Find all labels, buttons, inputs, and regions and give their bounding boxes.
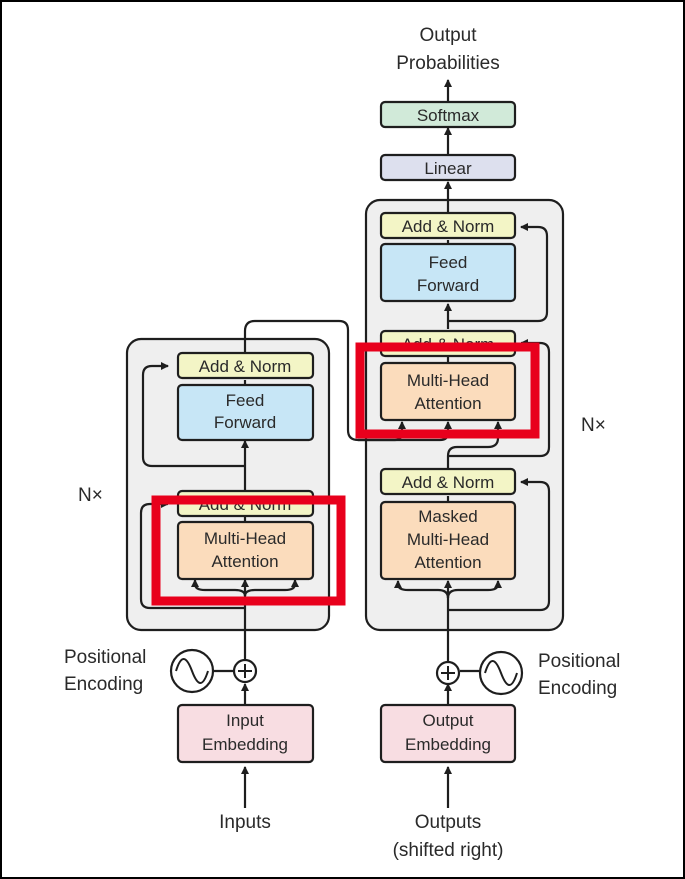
decoder-positional-encoding-label-1: Positional bbox=[538, 651, 620, 672]
decoder-multi-head-attention bbox=[379, 361, 517, 422]
decoder-positional-encoding bbox=[435, 650, 524, 696]
masked-attention-label-3: Attention bbox=[414, 553, 481, 572]
output-probabilities-label-2: Probabilities bbox=[396, 53, 500, 74]
decoder-add-norm-bottom bbox=[379, 467, 517, 496]
decoder-mha-label-2: Attention bbox=[414, 394, 481, 413]
decoder-feed-forward-label-2: Forward bbox=[417, 276, 479, 295]
encoder-positional-encoding bbox=[169, 648, 258, 694]
inputs-label: Inputs bbox=[219, 812, 271, 833]
decoder-add-norm-top-label: Add & Norm bbox=[402, 217, 495, 236]
decoder-mha-label-1: Multi-Head bbox=[407, 371, 489, 390]
encoder-multi-head-attention bbox=[176, 520, 315, 581]
encoder-positional-encoding-label-1: Positional bbox=[64, 647, 146, 668]
decoder-attention-highlight bbox=[355, 342, 540, 439]
softmax-block bbox=[379, 100, 517, 129]
output-embedding-label-2: Embedding bbox=[405, 735, 491, 754]
linear-label: Linear bbox=[424, 159, 472, 178]
input-embedding-label-2: Embedding bbox=[202, 735, 288, 754]
decoder-feed-forward-label-1: Feed bbox=[429, 253, 468, 272]
encoder-attention-highlight bbox=[151, 495, 346, 606]
encoder-add-norm-top-label: Add & Norm bbox=[199, 357, 292, 376]
decoder-add-norm-bottom-label: Add & Norm bbox=[402, 473, 495, 492]
decoder-add-norm-top bbox=[379, 211, 517, 240]
masked-attention-label-1: Masked bbox=[418, 507, 478, 526]
outputs-label-1: Outputs bbox=[415, 812, 482, 833]
decoder-masked-attention bbox=[379, 500, 517, 581]
encoder-wires bbox=[139, 319, 452, 808]
encoder-nx-label: N× bbox=[78, 485, 103, 506]
output-embedding-label-1: Output bbox=[422, 711, 473, 730]
encoder-feed-forward bbox=[176, 383, 315, 442]
decoder-feed-forward bbox=[379, 242, 517, 303]
softmax-label: Softmax bbox=[417, 106, 480, 125]
output-embedding bbox=[379, 703, 517, 764]
input-embedding bbox=[176, 703, 315, 764]
decoder-wires bbox=[394, 79, 551, 808]
encoder-mha-label-2: Attention bbox=[211, 552, 278, 571]
encoder-feed-forward-label-1: Feed bbox=[226, 391, 265, 410]
encoder-mha-label-1: Multi-Head bbox=[204, 529, 286, 548]
input-embedding-label-1: Input bbox=[226, 711, 264, 730]
encoder-feed-forward-label-2: Forward bbox=[214, 413, 276, 432]
linear-block bbox=[379, 153, 517, 182]
decoder-nx-label: N× bbox=[581, 415, 606, 436]
output-probabilities-label-1: Output bbox=[419, 25, 477, 46]
encoder-add-norm-top bbox=[176, 351, 315, 380]
masked-attention-label-2: Multi-Head bbox=[407, 530, 489, 549]
encoder-positional-encoding-label-2: Encoding bbox=[64, 674, 143, 695]
outputs-label-2: (shifted right) bbox=[393, 840, 504, 861]
decoder-positional-encoding-label-2: Encoding bbox=[538, 678, 617, 699]
